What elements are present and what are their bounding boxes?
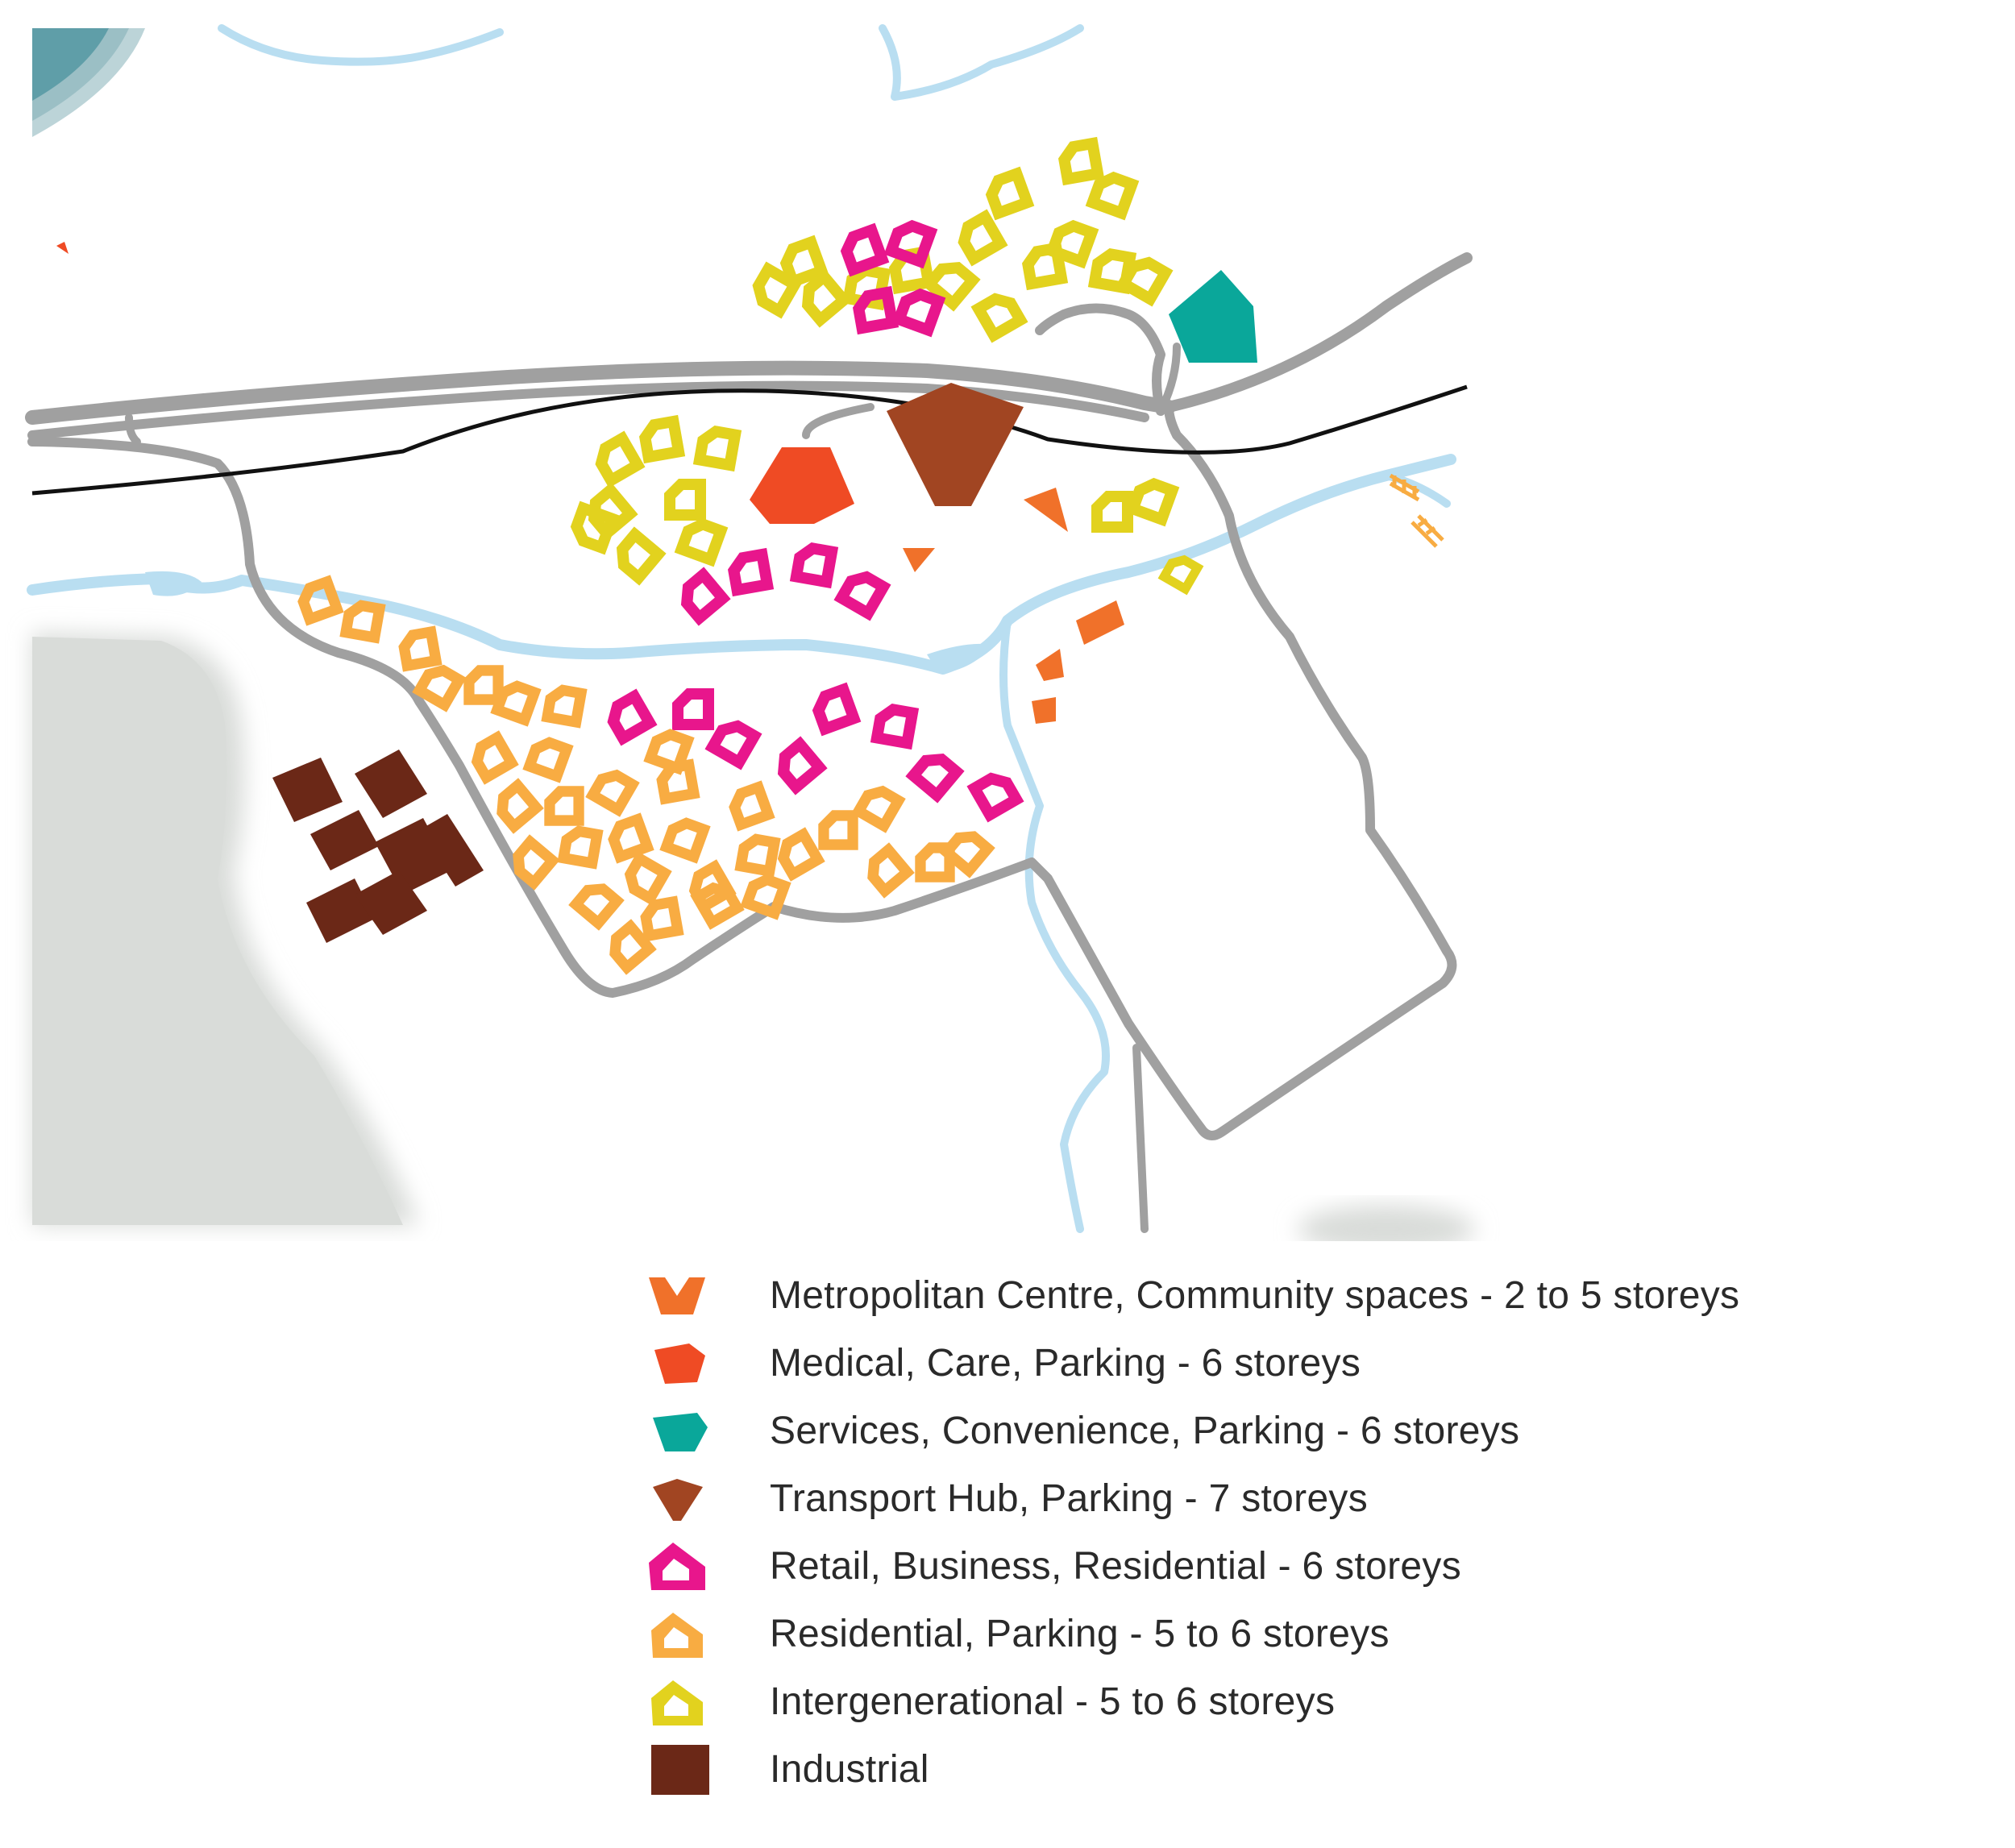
hexagon-block-icon — [645, 1397, 725, 1464]
legend-label: Residential, Parking - 5 to 6 storeys — [770, 1612, 1390, 1655]
masterplan-map — [25, 24, 1475, 1241]
legend-item-transport-hub: Transport Hub, Parking - 7 storeys — [645, 1464, 1975, 1532]
river-widening — [927, 643, 991, 674]
legend-label: Metropolitan Centre, Community spaces - … — [770, 1273, 1740, 1317]
legend-label: Services, Convenience, Parking - 6 store… — [770, 1409, 1520, 1452]
legend: Metropolitan Centre, Community spaces - … — [645, 1261, 1975, 1803]
small-structures — [1389, 473, 1444, 548]
coastline — [32, 28, 145, 137]
legend-label: Industrial — [770, 1747, 929, 1791]
legend-item-retail: Retail, Business, Residential - 6 storey… — [645, 1532, 1975, 1600]
legend-label: Medical, Care, Parking - 6 storeys — [770, 1341, 1361, 1385]
river-widening — [145, 571, 202, 596]
green-area — [32, 633, 1475, 1241]
legend-item-metropolitan-centre: Metropolitan Centre, Community spaces - … — [645, 1261, 1975, 1329]
legend-item-residential: Residential, Parking - 5 to 6 storeys — [645, 1600, 1975, 1667]
legend-label: Retail, Business, Residential - 6 storey… — [770, 1544, 1461, 1588]
courtyard-block-icon — [645, 1667, 725, 1735]
legend-label: Transport Hub, Parking - 7 storeys — [770, 1476, 1369, 1520]
legend-item-industrial: Industrial — [645, 1735, 1975, 1803]
legend-label: Intergenerational - 5 to 6 storeys — [770, 1680, 1336, 1723]
metropolitan-centre-buildings — [56, 242, 1124, 724]
courtyard-block-icon — [645, 1532, 725, 1600]
courtyard-block-icon — [645, 1600, 725, 1667]
legend-item-medical: Medical, Care, Parking - 6 storeys — [645, 1329, 1975, 1397]
hexagon-block-icon — [645, 1329, 725, 1397]
square-block-icon — [645, 1735, 725, 1803]
legend-item-intergenerational: Intergenerational - 5 to 6 storeys — [645, 1667, 1975, 1735]
trapezoid-inverted-icon — [645, 1261, 725, 1329]
legend-swatch-shape — [649, 1277, 705, 1314]
industrial-buildings — [272, 750, 484, 943]
medical-building — [750, 447, 854, 524]
transport-hub-building — [887, 383, 1024, 506]
railway-line — [31, 384, 1468, 496]
road-network — [25, 252, 1473, 1233]
services-building — [1169, 270, 1257, 363]
legend-item-services: Services, Convenience, Parking - 6 store… — [645, 1397, 1975, 1464]
inverted-pentagon-icon — [645, 1464, 725, 1532]
